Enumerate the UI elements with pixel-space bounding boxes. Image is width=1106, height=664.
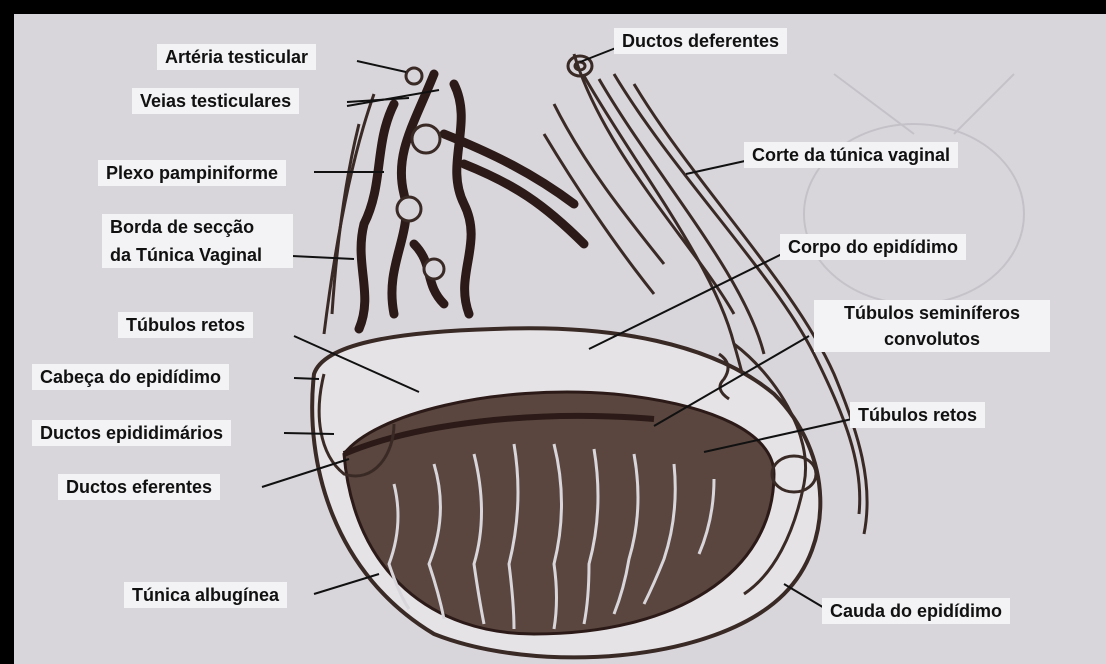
label-ductos-deferentes: Ductos deferentes: [614, 28, 787, 54]
label-borda-seccao-line2: da Túnica Vaginal: [110, 244, 285, 266]
label-ductos-eferentes: Ductos eferentes: [58, 474, 220, 500]
label-plexo-pampiniforme: Plexo pampiniforme: [98, 160, 286, 186]
pampiniform-plexus: [359, 74, 584, 329]
label-tubulos-seminiferos-line1: Túbulos seminíferos: [822, 302, 1042, 324]
label-tubulos-seminiferos-line2: convolutos: [822, 328, 1042, 350]
background-ghost-print: [804, 74, 1024, 304]
label-tubulos-seminiferos: Túbulos seminíferos convolutos: [814, 300, 1050, 352]
label-tubulos-retos-right: Túbulos retos: [850, 402, 985, 428]
label-tubulos-retos-left: Túbulos retos: [118, 312, 253, 338]
label-borda-seccao-line1: Borda de secção: [110, 216, 285, 238]
label-cauda-epididimo: Cauda do epidídimo: [822, 598, 1010, 624]
label-arteria-testicular: Artéria testicular: [157, 44, 316, 70]
label-corpo-epididimo: Corpo do epidídimo: [780, 234, 966, 260]
label-cabeca-epididimo: Cabeça do epidídimo: [32, 364, 229, 390]
label-corte-tunica-vaginal: Corte da túnica vaginal: [744, 142, 958, 168]
label-ductos-epididimarios: Ductos epididimários: [32, 420, 231, 446]
label-tunica-albuginea: Túnica albugínea: [124, 582, 287, 608]
label-veias-testiculares: Veias testiculares: [132, 88, 299, 114]
label-borda-seccao: Borda de secção da Túnica Vaginal: [102, 214, 293, 268]
testis-anatomy-figure: Artéria testicular Veias testiculares Pl…: [14, 14, 1106, 664]
